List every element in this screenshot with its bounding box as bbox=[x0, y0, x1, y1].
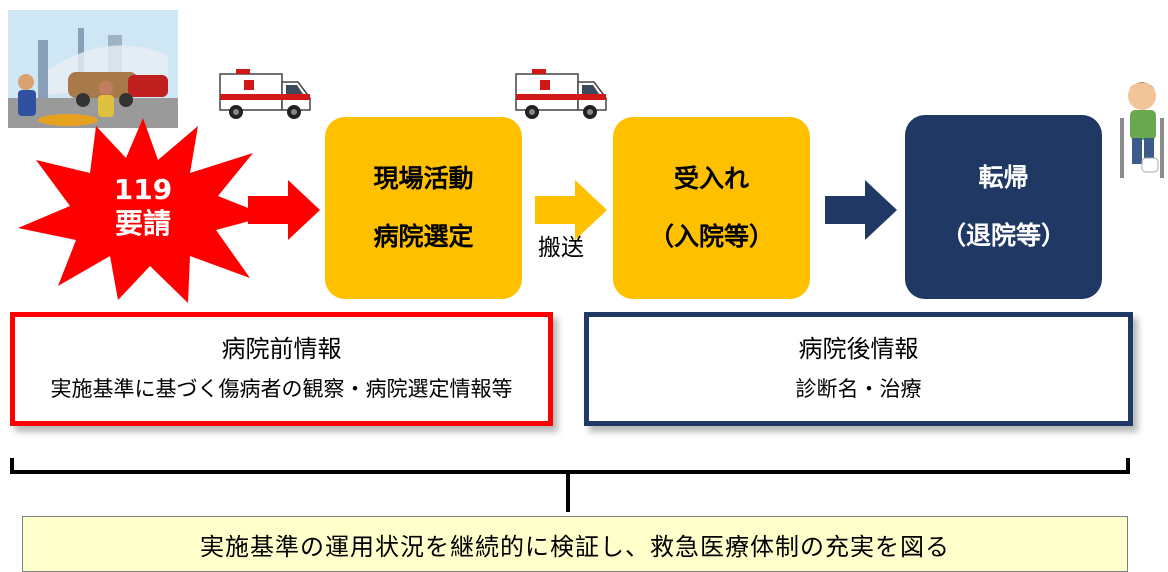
flow-arrow-yellow bbox=[535, 180, 607, 240]
ambulance-icon bbox=[515, 69, 607, 119]
step-outcome: 転帰 （退院等） bbox=[905, 115, 1102, 299]
step-acceptance: 受入れ （入院等） bbox=[613, 117, 810, 299]
emergency-call-burst: 119 要請 bbox=[18, 118, 268, 303]
flow-arrow-red bbox=[248, 180, 320, 240]
call-request-label: 要請 bbox=[114, 207, 171, 240]
post-hospital-info-box: 病院後情報 診断名・治療 bbox=[584, 312, 1133, 426]
summary-brace bbox=[10, 458, 1130, 512]
step-acceptance-line1: 受入れ bbox=[673, 164, 749, 193]
call-number: 119 bbox=[113, 173, 173, 206]
step-outcome-line2: （退院等） bbox=[940, 221, 1066, 250]
flow-arrow-navy bbox=[825, 180, 897, 240]
conclusion-box: 実施基準の運用状況を継続的に検証し、救急医療体制の充実を図る bbox=[22, 516, 1128, 572]
starburst-shape bbox=[18, 118, 268, 303]
injured-boy-illustration bbox=[1120, 82, 1164, 178]
pre-hospital-title: 病院前情報 bbox=[221, 335, 342, 363]
step-acceptance-line2: （入院等） bbox=[648, 222, 774, 251]
step-outcome-line1: 転帰 bbox=[978, 163, 1029, 192]
step-onsite-line1: 現場活動 bbox=[373, 164, 474, 193]
accident-scene-illustration bbox=[8, 10, 178, 128]
step-onsite-line2: 病院選定 bbox=[373, 222, 474, 251]
post-hospital-detail: 診断名・治療 bbox=[795, 377, 922, 401]
pre-hospital-info-box: 病院前情報 実施基準に基づく傷病者の観察・病院選定情報等 bbox=[10, 312, 553, 426]
step-onsite-activity: 現場活動 病院選定 bbox=[325, 117, 522, 299]
pre-hospital-detail: 実施基準に基づく傷病者の観察・病院選定情報等 bbox=[50, 377, 513, 401]
post-hospital-title: 病院後情報 bbox=[798, 335, 919, 363]
ambulance-icon bbox=[219, 69, 311, 119]
transport-label: 搬送 bbox=[538, 235, 584, 261]
